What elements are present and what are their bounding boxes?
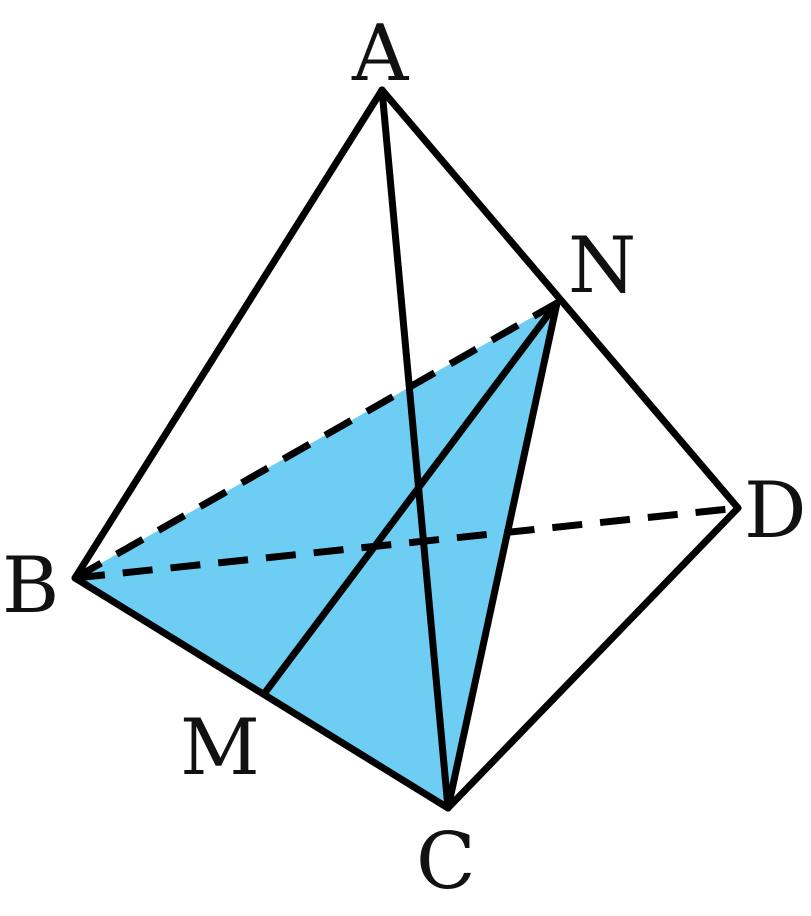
- edge-ac: [378, 86, 452, 812]
- label-b: B: [2, 541, 59, 631]
- edge-cn: [444, 299, 561, 812]
- edge-ad: [378, 86, 742, 512]
- label-a: A: [351, 9, 410, 99]
- edge-cd: [444, 504, 742, 812]
- label-m: M: [180, 703, 260, 793]
- edge-mn: [260, 299, 561, 698]
- label-c: C: [416, 817, 476, 907]
- edge-bd-dashed: [74, 504, 739, 582]
- label-n: N: [568, 221, 636, 311]
- edge-ab: [71, 86, 386, 582]
- label-d: D: [744, 466, 807, 556]
